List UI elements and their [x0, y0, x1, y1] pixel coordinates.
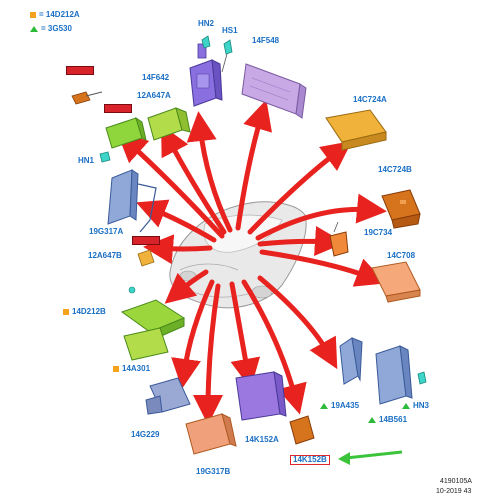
module-12a647a-left — [105, 116, 147, 149]
connector-hn1 — [99, 151, 111, 163]
module-14d212b — [120, 286, 186, 361]
red-tag-1 — [66, 66, 94, 75]
red-tag-2 — [104, 104, 132, 113]
module-14k152a — [235, 371, 287, 421]
label-14c724b: 14C724B — [378, 165, 412, 174]
legend-item-square: = 14D212A — [30, 10, 80, 19]
orange-square-icon — [113, 365, 119, 372]
arrow-14c724a — [247, 140, 352, 235]
arrow-14f642 — [186, 111, 233, 233]
label-14g229: 14G229 — [131, 430, 160, 439]
module-19g317b — [185, 413, 237, 455]
label-12a647a: 12A647A — [137, 91, 171, 100]
arrow-19a435 — [257, 275, 338, 370]
module-14b561 — [375, 345, 427, 405]
red-tag-3 — [132, 236, 160, 245]
label-hn1: HN1 — [78, 156, 95, 165]
module-19a435 — [339, 337, 363, 385]
label-12a647b: 12A647B — [88, 251, 122, 260]
arrow-19g317a — [136, 199, 217, 243]
module-14c708 — [371, 261, 421, 303]
label-14c724a: 14C724A — [353, 95, 387, 104]
label-19g317a: 19G317A — [89, 227, 124, 236]
arrow-14c724b — [255, 193, 387, 241]
label-hn2: HN2 — [198, 19, 215, 28]
harness-connector-top — [71, 91, 103, 105]
figure-date: 10-2019 43 — [436, 488, 472, 495]
arrow-14c708 — [259, 249, 387, 287]
arrow-12a647a — [161, 124, 227, 235]
label-19a435: 19A435 — [320, 402, 359, 410]
label-19c734: 19C734 — [364, 228, 393, 237]
label-14k152b: 14K152B — [290, 455, 330, 465]
label-14f642: 14F642 — [142, 73, 170, 82]
module-14f642 — [189, 43, 223, 107]
arrow-14k152b — [241, 279, 307, 415]
module-14f548 — [241, 63, 307, 119]
arrow-19g317b — [193, 283, 224, 425]
module-14c724a — [325, 109, 387, 151]
arrow-19c734 — [257, 226, 345, 256]
green-triangle-icon — [320, 402, 328, 409]
arrow-14g229 — [171, 279, 215, 389]
green-triangle-icon — [30, 25, 38, 32]
arrow-14k152a — [229, 281, 261, 389]
orange-square-icon — [30, 11, 36, 18]
label-14a301: 14A301 — [113, 365, 150, 373]
label-hn3: HN3 — [402, 402, 429, 410]
orange-square-icon — [63, 308, 69, 315]
label-hs1: HS1 — [222, 26, 238, 35]
location-arrows — [116, 99, 387, 425]
arrow-14f642-module — [116, 131, 225, 239]
label-14c708: 14C708 — [387, 251, 416, 260]
module-12a647a — [147, 107, 191, 141]
connector-hn2 — [201, 35, 211, 49]
label-14f548: 14F548 — [252, 36, 280, 45]
label-14b561: 14B561 — [368, 416, 407, 424]
connector-hs1 — [221, 39, 233, 73]
module-14g229 — [145, 377, 191, 415]
arrow-14d212b — [164, 269, 209, 304]
module-19g317a — [107, 169, 157, 233]
module-14c724b — [381, 189, 421, 229]
callout-arrow — [338, 450, 403, 465]
arrow-12a647b — [143, 234, 213, 265]
arrow-14f548 — [235, 99, 272, 231]
module-19c734 — [329, 221, 349, 257]
figure-code: 4190105A — [440, 478, 472, 485]
green-triangle-icon — [402, 402, 410, 409]
label-14d212b: 14D212B — [63, 308, 106, 316]
green-triangle-icon — [368, 416, 376, 423]
label-14k152a: 14K152A — [245, 435, 279, 444]
label-19g317b: 19G317B — [196, 467, 231, 476]
legend-item-triangle: = 3G530 — [30, 24, 72, 33]
module-12a647b — [137, 249, 155, 267]
module-14k152b — [289, 415, 315, 445]
